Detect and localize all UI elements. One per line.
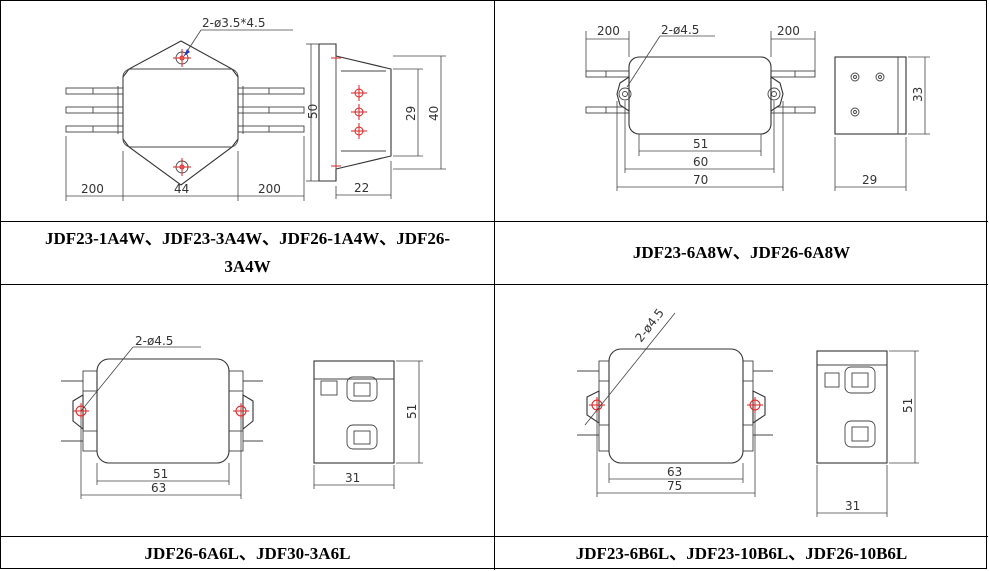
row-divider-2 [1,284,988,285]
caption-cell-3: JDF26-6A6L、JDF30-3A6L [1,537,494,570]
caption-text-2: JDF23-6A8W、JDF26-6A8W [632,243,851,262]
mounting-flange-left [616,75,632,113]
mounting-flange-right [233,394,254,431]
side-view [318,43,392,182]
drawing-filter-6l: 2-ø4.5 51 63 51 31 [61,334,423,499]
column-divider [494,1,495,570]
dim-lead-right: 200 [777,24,800,38]
dims-side [313,360,423,489]
caption-text-3: JDF26-6A6L、JDF30-3A6L [144,543,351,563]
side-view [834,56,907,135]
side-view [313,360,395,464]
dim-w-body: 51 [153,467,168,481]
caption-text-4: JDF23-6B6L、JDF23-10B6L、JDF26-10B6L [575,543,908,563]
dim-side-h: 51 [405,404,419,419]
dims [585,31,816,191]
dims-side [306,43,446,199]
dim-side-w: 22 [354,181,369,195]
label-hole: 2-ø3.5*4.5 [202,16,265,30]
row-divider-1 [1,221,988,222]
dim-side-w: 31 [845,499,860,513]
dim-side-total: 40 [427,106,441,121]
drawing-filter-8w: 2-ø4.5 200 200 51 60 70 [585,23,930,191]
dims-side [816,350,919,517]
dim-side-h: 33 [911,87,925,102]
caption-cell-4: JDF23-6B6L、JDF23-10B6L、JDF26-10B6L [495,537,988,570]
dim-w-center: 44 [174,182,189,196]
dims [80,419,242,499]
dim-side-w: 29 [862,173,877,187]
dim-w-body: 51 [693,137,708,151]
terminals [61,370,263,452]
side-view [816,350,888,464]
row-divider-3 [1,536,988,537]
dim-h-front: 50 [306,104,320,119]
dim-side-w: 31 [345,471,360,485]
mounting-hole-top [173,49,191,67]
drawing-filter-4w: 2-ø3.5*4.5 200 44 200 [65,16,446,201]
dim-w-total: 70 [693,173,708,187]
dim-w-right: 200 [258,182,281,196]
dim-w-total: 75 [667,479,682,493]
filter-body [122,40,239,186]
lead-wires-right [237,86,305,134]
drawing-filter-b6l: 2-ø4.5 63 75 51 31 [577,306,919,517]
dim-w-holes: 60 [693,155,708,169]
caption-cell-2: JDF23-6A8W、JDF26-6A8W [495,222,988,284]
label-hole: 2-ø4.5 [661,23,699,37]
filter-body [608,348,744,464]
dims-bottom [65,136,305,201]
label-hole: 2-ø4.5 [135,334,173,348]
label-hole: 2-ø4.5 [632,306,667,345]
mounting-flange-right [747,390,766,425]
dim-w-left: 200 [81,182,104,196]
mounting-hole-bottom [173,158,191,176]
dim-side-h: 51 [901,398,915,413]
dim-w-body: 63 [667,465,682,479]
mounting-flange-left [586,390,605,425]
filter-body [628,56,772,135]
dim-lead-left: 200 [597,24,620,38]
caption-cell-1: JDF23-1A4W、JDF23-3A4W、JDF26-1A4W、JDF26-3… [1,222,494,284]
caption-text-1: JDF23-1A4W、JDF23-3A4W、JDF26-1A4W、JDF26-3… [44,229,451,276]
dims [596,413,756,497]
dim-side-h: 29 [404,106,418,121]
filter-body [96,358,230,464]
dim-w-total: 63 [151,481,166,495]
dims-side [834,56,930,191]
lead-wires-left [65,86,125,134]
